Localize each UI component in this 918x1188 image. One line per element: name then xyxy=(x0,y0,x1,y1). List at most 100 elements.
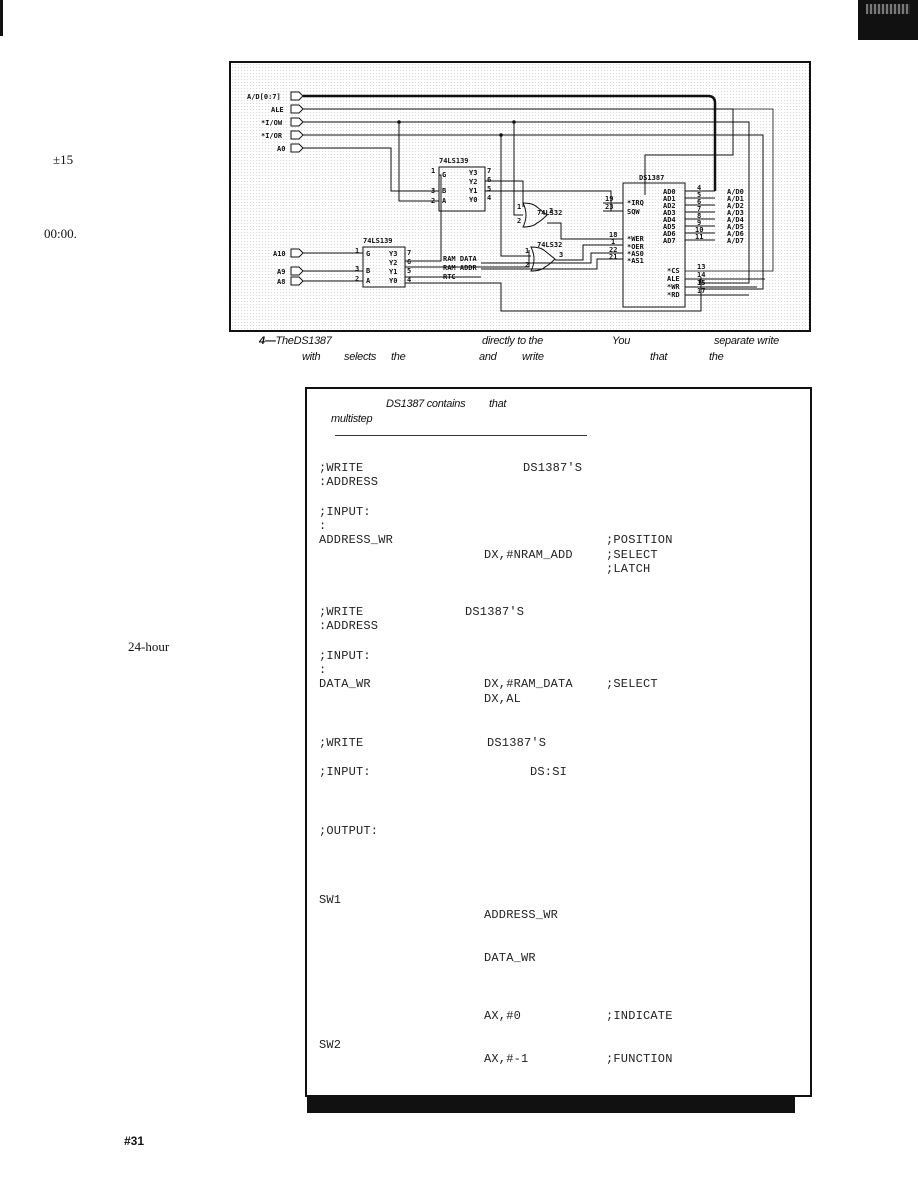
pin-num: 18 xyxy=(609,231,617,239)
code-line: ;INDICATE xyxy=(606,1009,673,1023)
code-line: ;INPUT: xyxy=(319,505,371,519)
pin-num: 10 xyxy=(695,226,703,234)
pin-label: A xyxy=(442,197,447,205)
pin-label: B xyxy=(442,187,446,195)
pin-label: AD5 xyxy=(663,223,676,231)
pin-label: Y2 xyxy=(469,178,477,186)
caption-word: You xyxy=(612,335,631,347)
pin-num: 14 xyxy=(697,271,705,279)
pin-label: *AS0 xyxy=(627,250,644,258)
pin-num: 5 xyxy=(487,185,491,193)
code-line: DS1387'S xyxy=(465,605,525,619)
pin-num: 21 xyxy=(609,253,617,261)
caption-word: separate write xyxy=(714,335,779,347)
pin-label: *OER xyxy=(627,243,645,251)
caption-fig-number: 4— xyxy=(259,335,276,347)
pin-num: 6 xyxy=(487,176,491,184)
pin-label: *RD xyxy=(667,291,680,299)
caption-word: and xyxy=(479,351,497,363)
pin-num: 2 xyxy=(517,217,521,225)
caption-fig-ref: 4—TheDS1387 xyxy=(259,335,332,347)
net-rtc: RTC xyxy=(443,273,456,281)
pin-label: Y0 xyxy=(389,277,397,285)
pin-num: 23 xyxy=(605,203,613,211)
sig-iow: *I/OW xyxy=(261,119,283,127)
code-line: ;WRITE xyxy=(319,461,364,475)
code-line: AX,#0 xyxy=(484,1009,522,1023)
pin-num: 6 xyxy=(407,258,411,266)
bus-label: A/D6 xyxy=(727,230,744,238)
pin-num: 3 xyxy=(559,251,563,259)
pin-num: 7 xyxy=(487,167,491,175)
pin-num: 4 xyxy=(487,194,491,202)
caption-word: the xyxy=(391,351,406,363)
caption-word: the xyxy=(709,351,724,363)
bus-label: A/D4 xyxy=(727,216,744,224)
sig-a0: A0 xyxy=(277,145,285,153)
code-line: :ADDRESS xyxy=(319,475,379,489)
code-line: DX,#RAM_DATA xyxy=(484,677,573,691)
code-line: ;FUNCTION xyxy=(606,1052,673,1066)
pin-label: SQW xyxy=(627,208,640,216)
bus-label: A/D0 xyxy=(727,188,744,196)
pin-num: 1 xyxy=(517,203,521,211)
page-edge-rule xyxy=(0,0,3,36)
page-number: #31 xyxy=(124,1134,145,1148)
pin-label: Y2 xyxy=(389,259,397,267)
pin-label: Y3 xyxy=(389,250,397,258)
pin-label: AD0 xyxy=(663,188,676,196)
pin-label: Y3 xyxy=(469,169,477,177)
pin-label: B xyxy=(366,267,370,275)
code-line: DS1387'S xyxy=(487,736,547,750)
chip-74ls32-top: 74LS32 xyxy=(537,209,562,217)
pin-label: AD3 xyxy=(663,209,676,217)
pin-num: 3 xyxy=(355,265,359,273)
margin-time: 00:00. xyxy=(44,226,77,241)
sig-a8: A8 xyxy=(277,278,285,286)
pin-num: 5 xyxy=(407,267,411,275)
pin-label: *AS1 xyxy=(627,257,644,265)
code-line: ;LATCH xyxy=(606,562,651,576)
listing-heading: multistep xyxy=(331,413,373,425)
pin-label: Y1 xyxy=(389,268,397,276)
code-listing-box xyxy=(305,387,812,1097)
sig-ior: *I/OR xyxy=(261,132,283,140)
code-line: DX,#NRAM_ADD xyxy=(484,548,573,562)
code-listing-shadow xyxy=(307,1097,795,1113)
pin-num: 1 xyxy=(611,238,615,246)
code-line: ;WRITE xyxy=(319,736,364,750)
code-line: ;OUTPUT: xyxy=(319,824,379,838)
code-line: : xyxy=(319,663,327,677)
pin-num: 22 xyxy=(609,246,617,254)
pin-num: 6 xyxy=(697,198,701,206)
net-ram-addr: RAM ADDR xyxy=(443,264,478,272)
pin-label: Y1 xyxy=(469,187,477,195)
sig-a10: A10 xyxy=(273,250,286,258)
schematic-figure: A/D[0:7] ALE *I/OW *I/OR A0 A10 A9 A8 74… xyxy=(229,61,811,332)
listing-heading: DS1387 contains xyxy=(386,398,466,410)
pin-num: 17 xyxy=(697,287,705,295)
pin-label: ALE xyxy=(667,275,680,283)
corner-tab-texture xyxy=(866,4,910,14)
pin-num: 13 xyxy=(697,263,705,271)
sig-a9: A9 xyxy=(277,268,285,276)
pin-label: AD2 xyxy=(663,202,676,210)
bus-label: A/D1 xyxy=(727,195,744,203)
pin-label: AD4 xyxy=(663,216,676,224)
pin-label: Y0 xyxy=(469,196,477,204)
pin-label: G xyxy=(366,250,370,258)
code-line: ADDRESS_WR xyxy=(484,908,559,922)
code-line: ;WRITE xyxy=(319,605,364,619)
pin-num: 4 xyxy=(407,276,411,284)
pin-num: 2 xyxy=(431,197,435,205)
pin-num: 2 xyxy=(525,261,529,269)
listing-rule xyxy=(335,435,587,436)
code-line: ;SELECT xyxy=(606,548,658,562)
code-line: DX,AL xyxy=(484,692,522,706)
pin-label: *WER xyxy=(627,235,645,243)
code-line: ;POSITION xyxy=(606,533,673,547)
listing-heading: that xyxy=(489,398,507,410)
code-line: DATA_WR xyxy=(484,951,536,965)
caption-word: selects xyxy=(344,351,377,363)
code-line: AX,#-1 xyxy=(484,1052,529,1066)
